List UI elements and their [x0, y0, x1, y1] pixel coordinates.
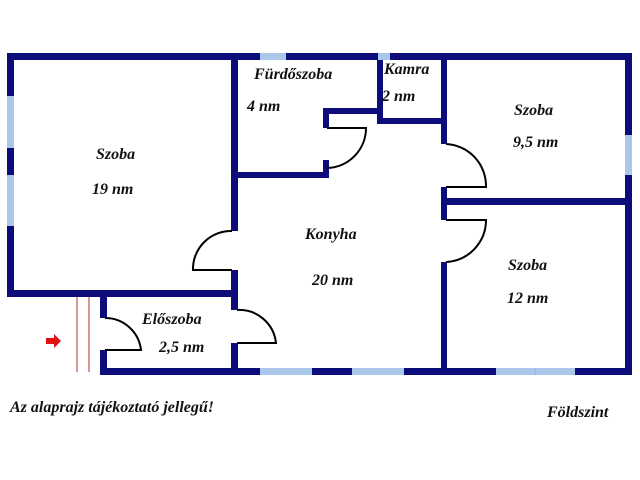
room-area-eloszoba: 2,5 nm: [159, 339, 205, 356]
room-label-szoba-3: Szoba: [508, 257, 548, 274]
entrance-marker: [46, 297, 90, 372]
room-label-furdoszoba: Fürdőszoba: [254, 66, 333, 83]
room-label-eloszoba: Előszoba: [142, 311, 202, 328]
room-label-szoba-2: Szoba: [514, 102, 554, 119]
room-area-szoba-1: 19 nm: [92, 181, 134, 198]
windows: [7, 53, 632, 375]
entrance-arrow-icon: [46, 334, 61, 348]
room-area-szoba-3: 12 nm: [507, 290, 549, 307]
room-label-konyha: Konyha: [305, 226, 357, 243]
room-area-konyha: 20 nm: [312, 272, 354, 289]
room-area-kamra: 2 nm: [382, 88, 416, 105]
room-label-szoba-1: Szoba: [96, 146, 136, 163]
doors: [104, 127, 488, 351]
room-area-furdoszoba: 4 nm: [247, 98, 281, 115]
room-label-kamra: Kamra: [384, 61, 430, 78]
floor-label: Földszint: [547, 404, 609, 421]
room-area-szoba-2: 9,5 nm: [513, 134, 559, 151]
disclaimer-text: Az alaprajz tájékoztató jellegű!: [10, 399, 215, 416]
